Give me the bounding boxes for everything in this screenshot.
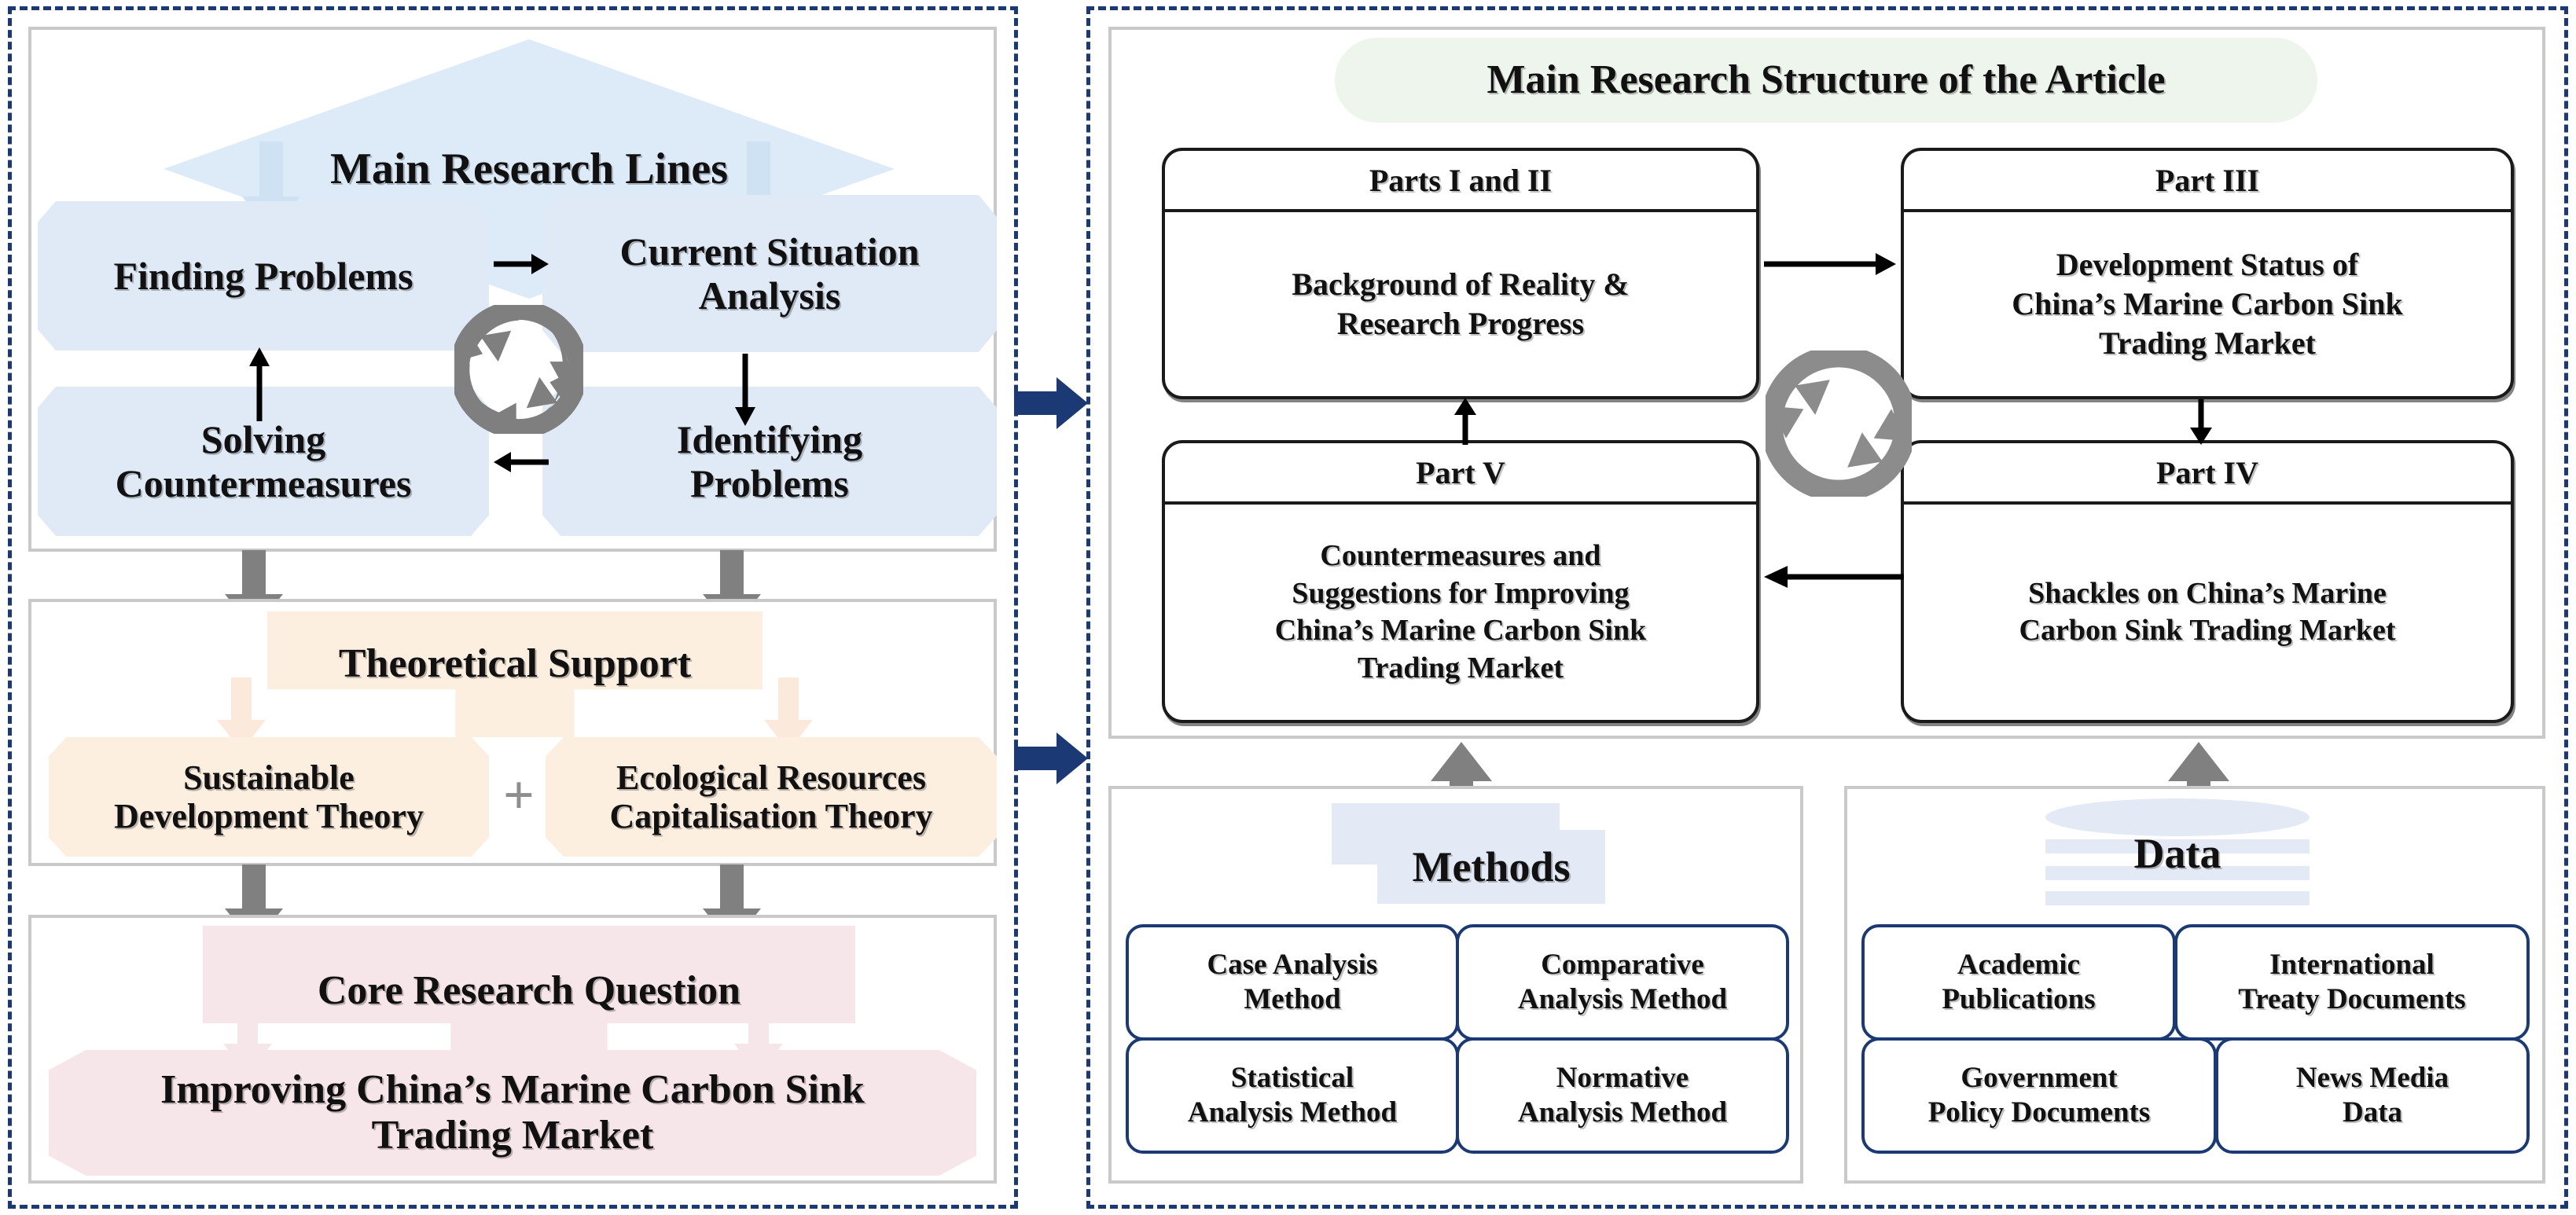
part-card-part-iii-body: Development Status of China’s Marine Car…	[2012, 247, 2403, 361]
chip-statistical-analysis-method-label: Statistical Analysis Method	[1187, 1061, 1398, 1129]
database-cylinder-icon	[2045, 798, 2310, 905]
methods-title: Methods	[1377, 830, 1605, 904]
chip-normative-analysis-method-label: Normative Analysis Method	[1517, 1061, 1728, 1129]
cream-down-arrow-right-icon	[764, 677, 813, 751]
arrow-parts-to-part3-icon	[1764, 253, 1896, 275]
part-card-parts-i-ii-body: Background of Reality & Research Progres…	[1292, 266, 1630, 341]
arrow-finding-to-current-icon	[494, 254, 549, 274]
part-card-part-iv-body: Shackles on China’s Marine Carbon Sink T…	[2019, 576, 2396, 648]
chip-normative-analysis-method: Normative Analysis Method	[1456, 1037, 1789, 1154]
chip-academic-publications: Academic Publications	[1861, 924, 2176, 1041]
core-research-question-title-label: Core Research Question	[317, 967, 741, 1013]
theoretical-support-title-label: Theoretical Support	[338, 641, 692, 686]
arrow-part3-to-part4-icon	[2190, 399, 2212, 445]
part-card-part-v-head: Part V	[1165, 443, 1756, 505]
right-panel	[1086, 6, 2568, 1209]
box-identifying-problems: Identifying Problems	[542, 387, 997, 536]
box-finding-problems-label: Finding Problems	[113, 254, 413, 298]
data-title: Data	[2083, 816, 2272, 891]
part-card-part-v-body: Countermeasures and Suggestions for Impr…	[1274, 539, 1647, 685]
grey-up-arrow-data-icon	[2168, 742, 2229, 825]
arrow-solving-to-finding-icon	[249, 347, 270, 421]
chip-government-policy-documents: Government Policy Documents	[1861, 1037, 2217, 1154]
main-research-lines-label: Main Research Lines	[329, 144, 729, 193]
arrow-current-to-identifying-icon	[735, 354, 755, 426]
chip-government-policy-documents-label: Government Policy Documents	[1927, 1061, 2151, 1129]
box-sustainable-development-theory-label: Sustainable Development Theory	[114, 758, 424, 835]
navy-right-arrow-top-icon	[1014, 377, 1088, 429]
part-card-part-iv: Part IV Shackles on China’s Marine Carbo…	[1901, 440, 2514, 723]
data-title-label: Data	[2133, 829, 2221, 877]
chip-academic-publications-label: Academic Publications	[1942, 948, 2096, 1015]
box-current-situation-analysis-label: Current Situation Analysis	[619, 229, 920, 318]
box-current-situation-analysis: Current Situation Analysis	[542, 195, 997, 352]
part-card-part-iii: Part III Development Status of China’s M…	[1901, 148, 2514, 399]
left-panel	[8, 6, 1018, 1209]
part-card-part-iii-head: Part III	[1904, 151, 2511, 212]
chip-comparative-analysis-method: Comparative Analysis Method	[1456, 924, 1789, 1041]
chip-international-treaty-documents-label: International Treaty Documents	[2238, 948, 2466, 1015]
methods-title-label: Methods	[1412, 842, 1571, 890]
box-sustainable-development-theory: Sustainable Development Theory	[49, 737, 489, 857]
core-research-statement: Improving China’s Marine Carbon Sink Tra…	[49, 1050, 976, 1176]
arrow-part5-to-parts-icon	[1454, 398, 1476, 445]
part-card-part-iv-head: Part IV	[1904, 443, 2511, 505]
arrow-identifying-to-solving-icon	[494, 452, 549, 472]
chip-international-treaty-documents: International Treaty Documents	[2174, 924, 2530, 1041]
recycle-cycle-icon-right	[1766, 351, 1912, 497]
box-ecological-resources-capitalisation-theory-label: Ecological Resources Capitalisation Theo…	[609, 758, 933, 835]
box-solving-countermeasures: Solving Countermeasures	[38, 387, 489, 536]
navy-right-arrow-bottom-icon	[1014, 732, 1088, 784]
recycle-cycle-icon	[454, 305, 583, 434]
arrow-part4-to-part5-icon	[1764, 566, 1904, 588]
part-card-parts-i-ii-head: Parts I and II	[1165, 151, 1756, 212]
research-structure-title-label: Main Research Structure of the Article	[1486, 57, 2166, 102]
chip-case-analysis-method-label: Case Analysis Method	[1207, 948, 1378, 1015]
theory-plus-operator: +	[503, 765, 535, 826]
cream-down-arrow-left-icon	[217, 677, 266, 751]
chip-statistical-analysis-method: Statistical Analysis Method	[1126, 1037, 1459, 1154]
core-research-statement-label: Improving China’s Marine Carbon Sink Tra…	[160, 1066, 865, 1158]
grey-up-arrow-methods-icon	[1431, 742, 1492, 825]
box-finding-problems: Finding Problems	[38, 201, 489, 351]
box-solving-countermeasures-label: Solving Countermeasures	[115, 417, 412, 505]
box-identifying-problems-label: Identifying Problems	[676, 417, 863, 505]
box-ecological-resources-capitalisation-theory: Ecological Resources Capitalisation Theo…	[546, 737, 997, 857]
chip-news-media-data: News Media Data	[2215, 1037, 2530, 1154]
part-card-part-v: Part V Countermeasures and Suggestions f…	[1162, 440, 1759, 723]
chip-comparative-analysis-method-label: Comparative Analysis Method	[1517, 948, 1728, 1015]
chip-case-analysis-method: Case Analysis Method	[1126, 924, 1459, 1041]
chip-news-media-data-label: News Media Data	[2295, 1061, 2449, 1129]
part-card-parts-i-ii: Parts I and II Background of Reality & R…	[1162, 148, 1759, 399]
research-structure-title: Main Research Structure of the Article	[1335, 38, 2317, 123]
